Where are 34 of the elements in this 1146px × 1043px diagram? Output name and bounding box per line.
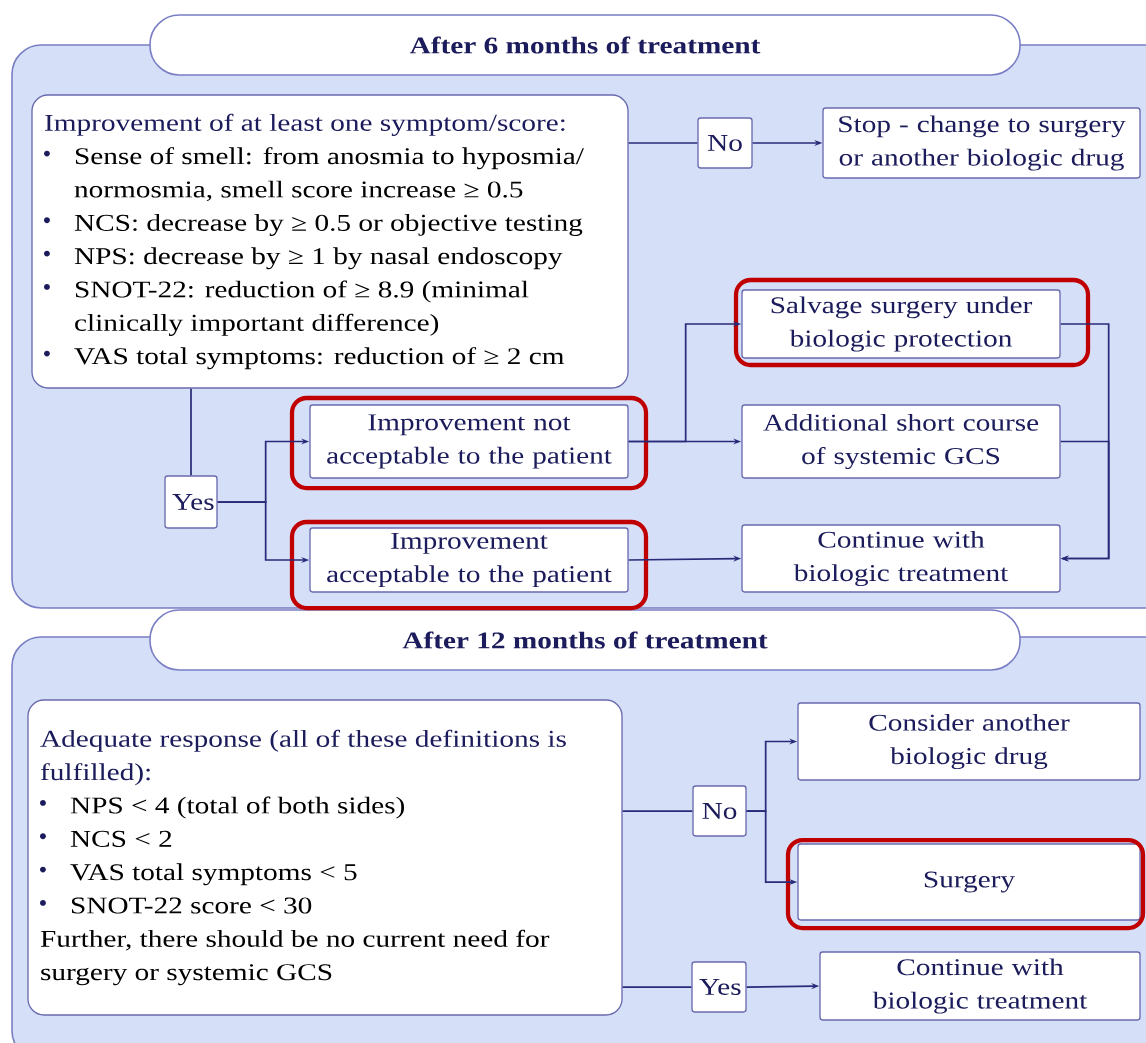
section-header: After 12 months of treatment bbox=[149, 609, 1021, 671]
arrow bbox=[1059, 440, 1110, 562]
connector-line bbox=[190, 387, 192, 477]
bullet-item: NPS: decrease by ≥ 1 by nasal endoscopy bbox=[44, 247, 563, 270]
answer-box: No bbox=[692, 785, 747, 837]
bullet-item: NCS < 2 bbox=[40, 830, 172, 847]
bullet-item: VAS total symptoms: reduction of ≥ 2 cm bbox=[44, 347, 565, 370]
process-box: Consider another biologic drug bbox=[797, 702, 1141, 781]
bullet-item: Sense of smell: from anosmia to hyposmia/ normosmia, smell score increase ≥ 0.5 bbox=[44, 147, 584, 202]
answer-box: Yes bbox=[691, 961, 747, 1013]
process-box: Improvement not acceptable to the patient bbox=[309, 404, 629, 479]
process-box: Salvage surgery under biologic protection bbox=[741, 289, 1061, 359]
answer-box: No bbox=[697, 117, 753, 169]
connector-line bbox=[621, 986, 693, 988]
connector-line bbox=[627, 142, 699, 144]
process-box: Continue with biologic treatment bbox=[741, 524, 1061, 593]
process-box: Stop - change to surgery or another biologic drug bbox=[822, 107, 1141, 179]
criteria-text: Adequate response (all of these definitions is fulfilled): bbox=[40, 729, 566, 786]
connector-line bbox=[621, 810, 694, 812]
process-box: Additional short course of systemic GCS bbox=[741, 404, 1061, 479]
section-header: After 6 months of treatment bbox=[149, 14, 1021, 76]
criteria-box bbox=[31, 94, 629, 389]
bullet-item: VAS total symptoms < 5 bbox=[40, 863, 357, 886]
answer-box: Yes bbox=[164, 475, 218, 529]
process-box: Surgery bbox=[797, 843, 1141, 921]
process-box: Improvement acceptable to the patient bbox=[309, 527, 629, 593]
bullet-item: SNOT-22: reduction of ≥ 8.9 (minimal clinically important difference) bbox=[44, 280, 529, 336]
criteria-text: Improvement of at least one symptom/score: bbox=[45, 113, 565, 136]
criteria-text: Further, there should be no current need for surgery or systemic GCS bbox=[40, 929, 550, 986]
bullet-item: NPS < 4 (total of both sides) bbox=[40, 796, 405, 819]
bullet-item: SNOT-22 score < 30 bbox=[40, 897, 312, 914]
bullet-item: NCS: decrease by ≥ 0.5 or objective testing bbox=[44, 214, 583, 236]
criteria-box bbox=[27, 699, 623, 1016]
process-box: Continue with biologic treatment bbox=[819, 951, 1141, 1021]
